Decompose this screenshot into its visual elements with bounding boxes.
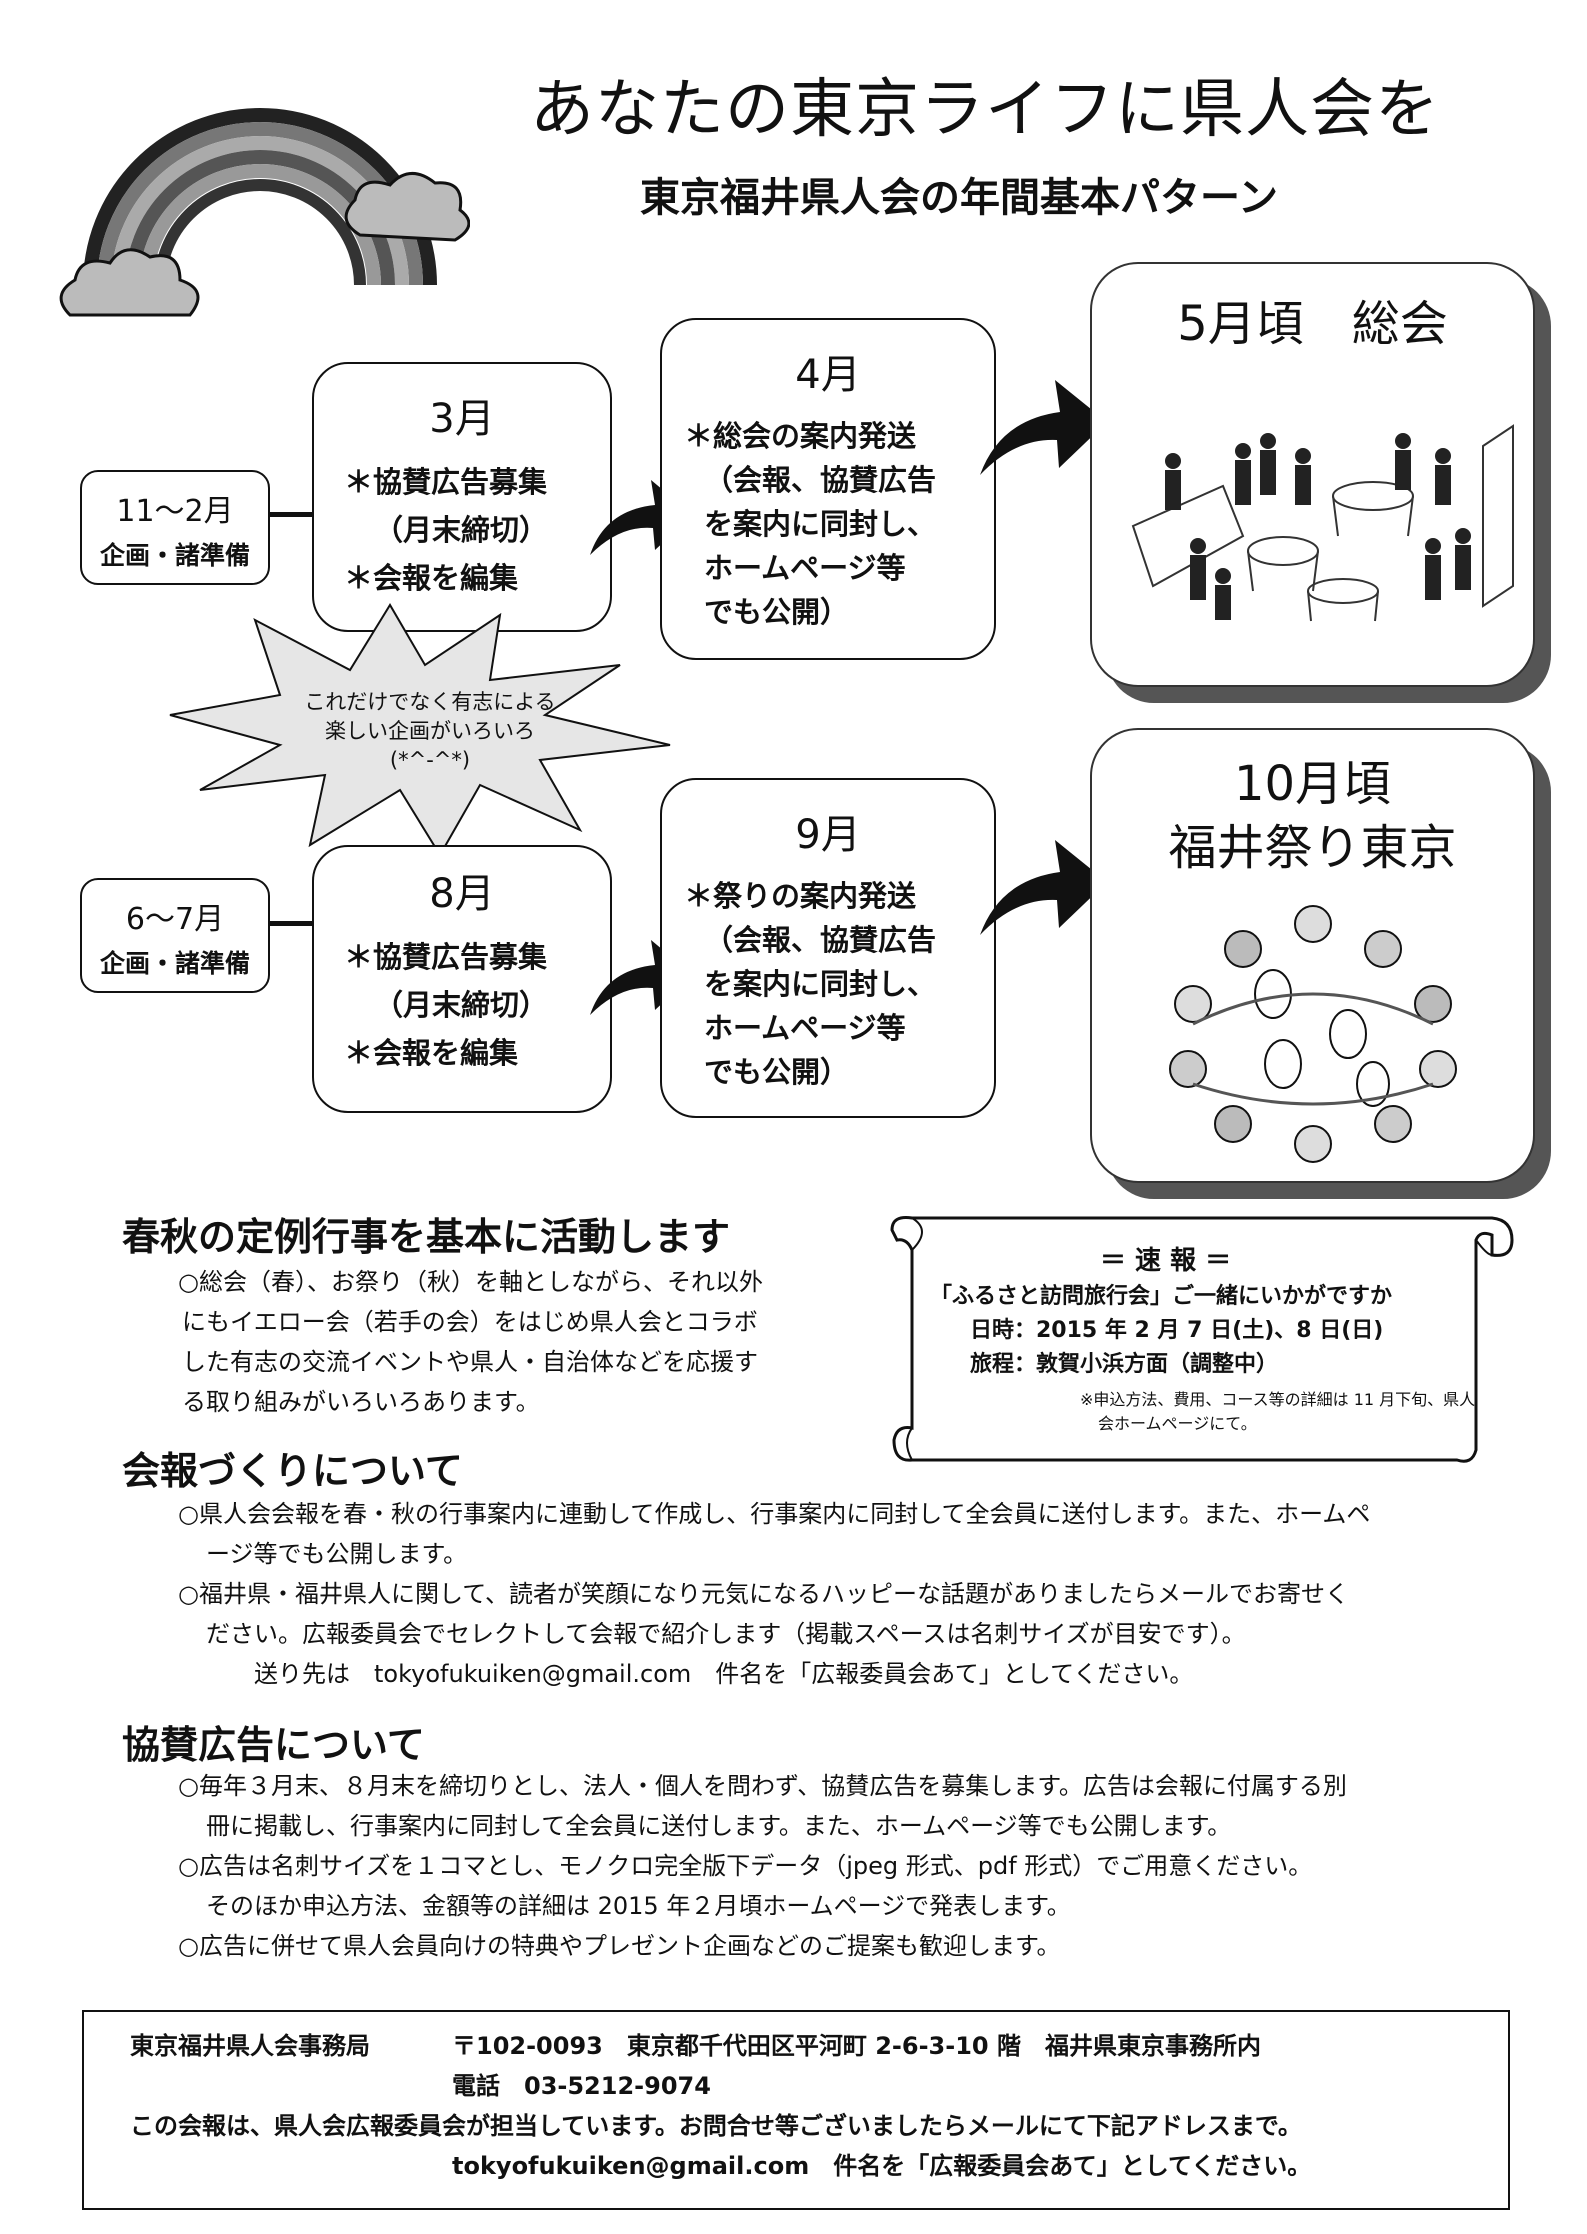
section-body: ○総会（春）、お祭り（秋）を軸としながら、それ以外 にもイエロー会（若手の会）を… [178,1262,763,1422]
box-line: ホームページ等 [704,551,906,585]
box-line: ＊祭りの案内発送 [684,879,917,913]
box-line: を案内に同封し、 [704,967,937,1001]
curved-arrow-icon [980,380,1107,475]
festival-illustration [1168,905,1457,1163]
event-box-general-meeting: 5月頃 総会 [1090,262,1535,687]
page-title: あなたの東京ライフに県人会を [530,73,1440,147]
scroll-frame [890,1216,1514,1463]
box-line: を案内に同封し、 [704,507,937,541]
body-line: そのほか申込方法、金額等の詳細は 2015 年２月頃ホームページで発表します。 [206,1892,1071,1920]
month-box-august: 8月 ＊協賛広告募集 （月末締切） ＊会報を編集 [312,845,612,1113]
connector-line [270,921,315,926]
notice-line: 「ふるさと訪問旅行会」ご一緒にいかがですか [930,1284,1393,1309]
prep-period: 6～7月 [125,902,225,937]
box-line: （会報、協賛広告 [704,923,937,957]
event-box-festival: 10月頃 福井祭り東京 [1090,728,1535,1183]
body-line: ージ等でも公開します。 [206,1540,468,1568]
box-line: でも公開） [704,595,850,629]
month-label: 9月 [795,812,861,858]
curved-arrow-icon [980,840,1107,935]
box-line: （会報、協賛広告 [704,463,937,497]
box-line: ＊会報を編集 [344,1036,519,1070]
notice-heading: ＝ 速 報 ＝ [1100,1246,1232,1276]
month-box-september: 9月 ＊祭りの案内発送 （会報、協賛広告 を案内に同封し、 ホームページ等 でも… [660,778,996,1118]
section-body: ○県人会会報を春・秋の行事案内に連動して作成し、行事案内に同封して全会員に送付し… [178,1494,1370,1694]
footer-address: 〒102-0093 東京都千代田区平河町 2-6-3-10 階 福井県東京事務所… [452,2032,1261,2060]
connector-line [270,512,315,517]
body-line: にもイエロー会（若手の会）をはじめ県人会とコラボ [182,1308,758,1336]
footer-contact-box: 東京福井県人会事務局 〒102-0093 東京都千代田区平河町 2-6-3-10… [82,2010,1510,2210]
body-line: ○広告に併せて県人会員向けの特典やプレゼント企画などのご提案も歓迎します。 [178,1932,1061,1960]
prep-box-bottom: 6～7月 企画・諸準備 [80,878,270,993]
prep-label: 企画・諸準備 [99,949,250,978]
month-box-march: 3月 ＊協賛広告募集 （月末締切） ＊会報を編集 [312,362,612,632]
notice-line: 旅程：敦賀小浜方面（調整中） [970,1352,1279,1377]
body-line: ○県人会会報を春・秋の行事案内に連動して作成し、行事案内に同封して全会員に送付し… [178,1500,1371,1528]
body-line: ○広告は名刺サイズを１コマとし、モノクロ完全版下データ（jpeg 形式、pdf … [178,1852,1313,1880]
section-heading: 会報づくりについて [122,1449,463,1493]
month-label: 8月 [429,871,495,917]
body-line: ○総会（春）、お祭り（秋）を軸としながら、それ以外 [178,1268,763,1296]
box-line: ＊会報を編集 [344,561,519,595]
footer-phone: 電話 03-5212-9074 [452,2072,711,2100]
box-line: （月末締切） [374,513,549,547]
box-line: ＊協賛広告募集 [344,940,548,974]
box-line: ＊協賛広告募集 [344,465,548,499]
notice-note: ※申込方法、費用、コース等の詳細は 11 月下旬、県人 [1080,1390,1476,1409]
prep-period: 11～2月 [116,494,234,529]
body-line: 冊に掲載し、行事案内に同封して全会員に送付します。また、ホームページ等でも公開し… [206,1812,1232,1840]
body-line: ださい。広報委員会でセレクトして会報で紹介します（掲載スペースは名刺サイズが目安… [206,1620,1246,1648]
notice-note: 会ホームページにて。 [1098,1414,1257,1433]
event-title-line: 福井祭り東京 [1168,820,1457,876]
section-heading: 協賛広告について [122,1723,425,1767]
burst-line: 楽しい企画がいろいろ [325,719,535,743]
body-line: 送り先は tokyofukuiken@gmail.com 件名を「広報委員会あて… [254,1660,1194,1688]
month-label: 4月 [795,352,861,398]
prep-label: 企画・諸準備 [99,541,250,570]
footer-note: この会報は、県人会広報委員会が担当しています。お問合せ等ございましたらメールにて… [130,2112,1302,2140]
page-subtitle: 東京福井県人会の年間基本パターン [640,175,1278,221]
month-label: 3月 [429,396,495,442]
body-line: ○毎年３月末、８月末を締切りとし、法人・個人を問わず、協賛広告を募集します。広告… [178,1772,1347,1800]
event-title-line: 10月頃 [1233,756,1392,812]
party-illustration [1131,424,1514,622]
burst-line: これだけでなく有志による [304,690,556,714]
burst-shape [169,603,671,857]
section-body: ○毎年３月末、８月末を締切りとし、法人・個人を問わず、協賛広告を募集します。広告… [178,1766,1347,1966]
prep-box-top: 11～2月 企画・諸準備 [80,470,270,585]
burst-line: (*^-^*) [389,748,471,772]
month-box-april: 4月 ＊総会の案内発送 （会報、協賛広告 を案内に同封し、 ホームページ等 でも… [660,318,996,660]
box-line: （月末締切） [374,988,549,1022]
body-line: る取り組みがいろいろあります。 [182,1388,540,1416]
section-heading: 春秋の定例行事を基本に活動します [122,1215,731,1259]
footer-contact: tokyofukuiken@gmail.com 件名を「広報委員会あて」としてく… [452,2152,1312,2180]
burst-text: これだけでなく有志による 楽しい企画がいろいろ (*^-^*) [300,688,560,775]
body-line: した有志の交流イベントや県人・自治体などを応援す [182,1348,758,1376]
box-line: ホームページ等 [704,1011,906,1045]
body-line: ○福井県・福井県人に関して、読者が笑顔になり元気になるハッピーな話題がありました… [178,1580,1350,1608]
footer-office: 東京福井県人会事務局 [130,2032,370,2060]
rainbow-illustration [59,108,470,317]
box-line: でも公開） [704,1055,850,1089]
notice-line: 日時：2015 年 2 月 7 日(土)、8 日(日) [970,1318,1384,1343]
box-line: ＊総会の案内発送 [684,419,917,453]
event-title: 5月頃 総会 [1177,296,1448,352]
